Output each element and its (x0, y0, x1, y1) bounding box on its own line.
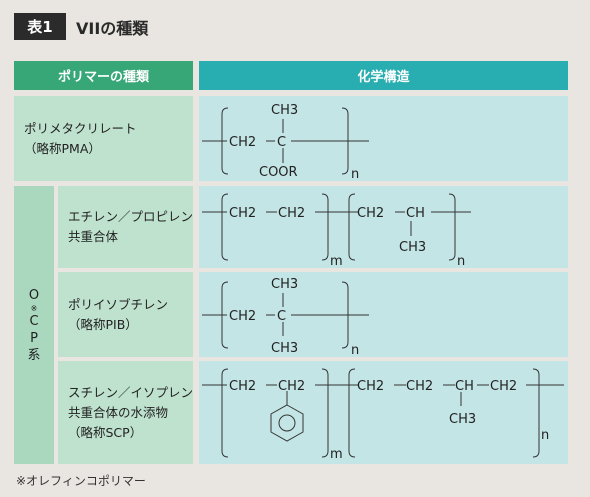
row-scp-structure: CH2 CH2 m CH2 CH2 CH CH3 CH2 n (199, 361, 568, 464)
row-pma-name-line1: ポリメタクリレート (24, 120, 137, 136)
pib-ch3-top: CH3 (271, 277, 298, 292)
row-scp-name-line2: 共重合体の水添物 (68, 404, 169, 420)
pma-coor: COOR (259, 165, 298, 180)
ocp-group-label: O ※ C P 系 (14, 186, 54, 464)
row-scp-name-line3: （略称SCP） (68, 424, 143, 440)
pib-ch2: CH2 (229, 309, 256, 324)
ocp-char-c: C (29, 313, 39, 329)
ocp-char-p: P (30, 330, 38, 346)
scp-m: m (330, 447, 343, 462)
row-pib-name-line1: ポリイソブチレン (68, 296, 169, 312)
ep-ch2-c: CH2 (357, 206, 384, 221)
row-ep-name-line1: エチレン／プロピレン (68, 209, 194, 224)
pib-c: C (277, 309, 286, 324)
row-ep-structure: CH2 CH2 m CH2 CH CH3 n (199, 186, 568, 269)
scp-ch2-d: CH2 (406, 379, 433, 394)
pma-ch3: CH3 (271, 103, 298, 118)
ep-n: n (457, 254, 465, 268)
scp-ch3: CH3 (449, 412, 476, 427)
table-number-label: 表1 (14, 13, 66, 40)
row-pma-name-line2: （略称PMA） (24, 140, 101, 156)
pma-structure-formula: CH2 C CH3 COOR n (202, 103, 369, 182)
ep-ch2-a: CH2 (229, 206, 256, 221)
row-scp-name: スチレン／イソプレン 共重合体の水添物 （略称SCP） (58, 361, 193, 464)
ep-ch: CH (406, 206, 425, 221)
row-pma-name: ポリメタクリレート （略称PMA） (14, 96, 193, 181)
row-pma-structure: CH2 C CH3 COOR n (199, 96, 568, 182)
pib-ch3-bottom: CH3 (271, 341, 298, 356)
row-scp-name-line1: スチレン／イソプレン (68, 384, 194, 400)
row-pib-name: ポリイソブチレン （略称PIB） (58, 272, 193, 357)
ocp-footnote-mark: ※ (30, 303, 38, 313)
ep-ch2-b: CH2 (278, 206, 305, 221)
scp-ch2-e: CH2 (490, 379, 517, 394)
row-ep-name-line2: 共重合体 (68, 229, 119, 244)
pma-n: n (351, 167, 359, 181)
footnote: ※オレフィンコポリマー (16, 474, 146, 488)
pib-n: n (351, 343, 359, 357)
ocp-char-o: O (28, 287, 40, 303)
header-polymer-type: ポリマーの種類 (14, 61, 193, 90)
row-pib-structure: CH2 C CH3 CH3 n (199, 272, 568, 358)
scp-ch2-b: CH2 (278, 379, 305, 394)
pma-ch2: CH2 (229, 135, 256, 150)
ep-ch3: CH3 (399, 240, 426, 255)
scp-n: n (541, 428, 549, 443)
pib-structure-formula: CH2 C CH3 CH3 n (202, 277, 369, 358)
row-ep-name: エチレン／プロピレン 共重合体 (58, 186, 193, 268)
scp-ch2-c: CH2 (357, 379, 384, 394)
scp-ch2-a: CH2 (229, 379, 256, 394)
scp-structure-formula: CH2 CH2 m CH2 CH2 CH CH3 CH2 n (202, 368, 564, 462)
ep-structure-formula: CH2 CH2 m CH2 CH CH3 n (202, 193, 471, 269)
header-chemical-structure: 化学構造 (199, 61, 568, 90)
ep-m: m (330, 254, 343, 268)
pma-c: C (277, 135, 286, 150)
row-pib-name-line2: （略称PIB） (68, 316, 138, 332)
table-title: VIIの種類 (76, 18, 149, 38)
ocp-char-kei: 系 (27, 347, 41, 363)
scp-ch: CH (455, 379, 474, 394)
